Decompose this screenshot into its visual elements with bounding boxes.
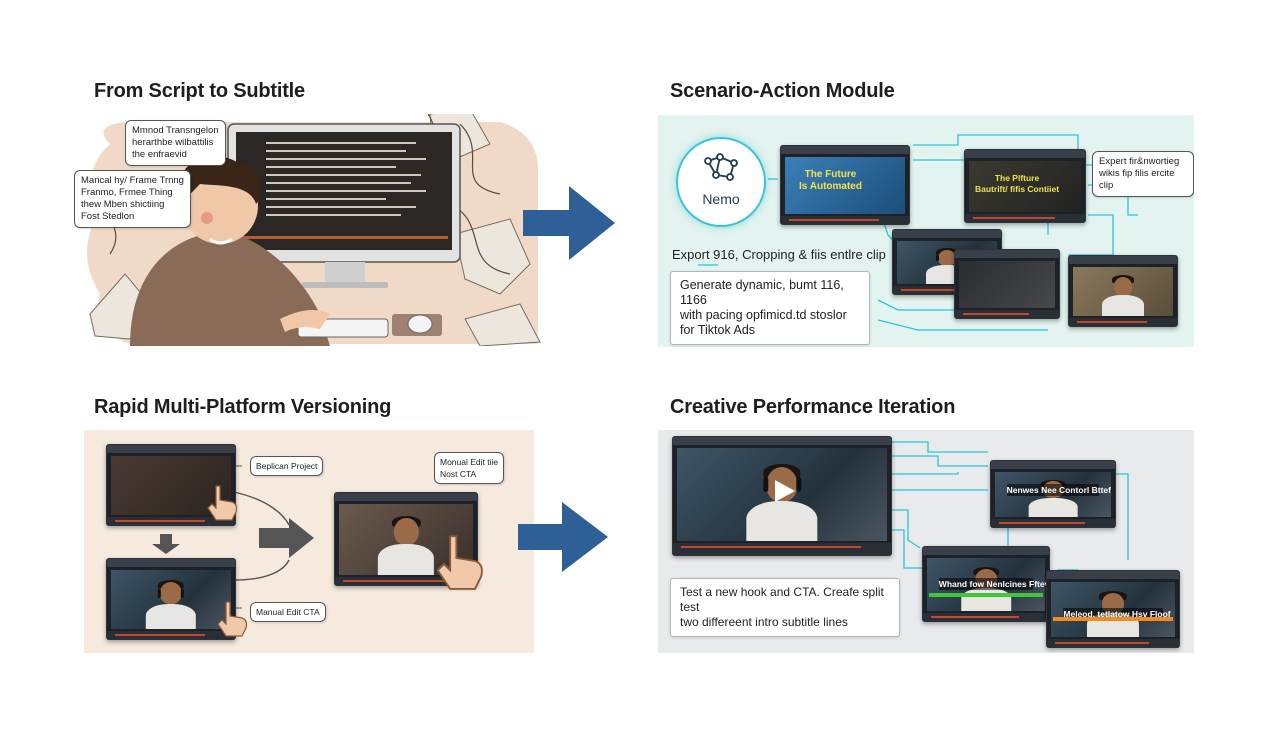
q4-title: Creative Performance Iteration <box>670 396 956 418</box>
q1-speech-bubble-b: Mancal hy/ Frame Trnng Franmo, Frmee Thi… <box>74 170 191 228</box>
q4-green-bar <box>929 593 1043 597</box>
q1-scene <box>86 114 541 346</box>
q1-title: From Script to Subtitle <box>94 80 305 102</box>
q3-flow <box>152 465 314 609</box>
q2-screen-b: The Plfture Bautrift/ fifis Contiiet <box>964 149 1086 223</box>
hand-pointer-icon <box>207 485 238 521</box>
q2-screen-c <box>892 229 1002 295</box>
q4-callout: Test a new hook and CTA. Creafe split te… <box>670 578 900 637</box>
nemo-logo: Nemo <box>676 137 766 227</box>
q3-bubble-manual-edit: Monual Edit tiie Nost CTA <box>434 452 505 484</box>
q4-main-person <box>746 463 818 541</box>
q2-person-e <box>1102 275 1144 316</box>
hand-pointer-icon <box>436 535 483 590</box>
q2-screen-b-text: The Plfture Bautrift/ fifis Contiiet <box>975 173 1060 194</box>
q2-title: Scenario-Action Module <box>670 80 895 102</box>
q3-person-center <box>377 515 435 575</box>
q3-title: Rapid Multi-Platform Versioning <box>94 396 392 418</box>
q4-variant-c: Meleod. tetlatow Hsv Floof <box>1046 570 1180 648</box>
q1-illustration: Mmnod Transngelon herarthbe wilbattilis … <box>70 114 550 346</box>
q4-variant-a: Nenwes Nee Contorl Bttef <box>990 460 1116 528</box>
q3-person <box>145 579 197 629</box>
q2-screen-a-text: The Future Is Automated <box>799 169 862 192</box>
q4-caption-b: Whand fow Nenlcines Fftev <box>938 578 1050 590</box>
q3-panel: Beplican Project Monual Edit tiie Nost C… <box>84 430 534 653</box>
play-icon[interactable] <box>773 478 797 504</box>
q3-bubble-manual-cta: Manual Edit CTA <box>250 602 326 622</box>
q4-variant-b: Whand fow Nenlcines Fftev <box>922 546 1050 622</box>
q1-speech-bubble-a: Mmnod Transngelon herarthbe wilbattilis … <box>125 120 226 166</box>
q4-orange-bar <box>1053 617 1173 621</box>
nemo-label: Nemo <box>702 191 740 207</box>
arrow-right-icon-top <box>523 186 615 260</box>
q2-screen-e <box>1068 255 1178 327</box>
q4-main-player <box>672 436 892 556</box>
q2-screen-d <box>954 249 1060 319</box>
q3-screen-bottom <box>106 558 236 640</box>
q2-screen-a: The Future Is Automated <box>780 145 910 225</box>
q2-speech-bubble: Expert fir&nwortieg wikis fip filis erci… <box>1092 151 1194 197</box>
q2-export-label: Export 916, Cropping & fiis entlre clip <box>672 247 886 262</box>
hand-pointer-icon <box>217 601 248 637</box>
arrow-right-icon-bottom <box>518 502 608 572</box>
network-icon <box>704 153 738 181</box>
q2-panel: Nemo The Future Is Automated The Plfture… <box>658 115 1194 347</box>
q2-callout: Generate dynamic, bumt 116, 1166 with pa… <box>670 271 870 345</box>
q4-caption-a: Nenwes Nee Contorl Bttef <box>1006 484 1111 496</box>
q4-panel: Nenwes Nee Contorl Bttef Whand fow Nenlc… <box>658 430 1194 653</box>
q3-bubble-replicate: Beplican Project <box>250 456 324 476</box>
